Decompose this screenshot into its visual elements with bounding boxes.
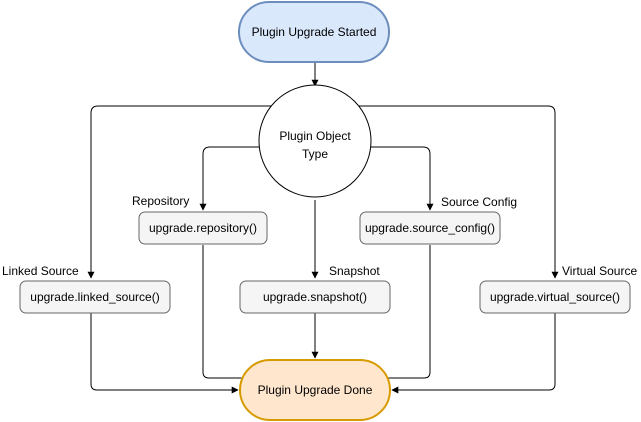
end-node-label: Plugin Upgrade Done <box>258 383 373 397</box>
process-node-source-config[interactable]: upgrade.source_config() <box>359 211 501 245</box>
edge-label-source-config: Source Config <box>441 195 517 209</box>
process-node-virtual-source[interactable]: upgrade.virtual_source() <box>479 280 631 314</box>
decision-node-shape <box>258 84 372 198</box>
start-node[interactable]: Plugin Upgrade Started <box>238 1 390 63</box>
edge-source-config-to-done <box>377 245 431 382</box>
process-node-snapshot-label: upgrade.snapshot() <box>263 290 367 304</box>
end-node-shape <box>239 359 391 421</box>
process-node-snapshot-shape <box>239 280 391 314</box>
edges <box>87 62 559 394</box>
process-node-virtual-source-shape <box>479 280 631 314</box>
edge-label-linked-source: Linked Source <box>2 264 79 278</box>
process-node-source-config-label: upgrade.source_config() <box>365 221 495 235</box>
process-node-linked-source-label: upgrade.linked_source() <box>30 290 159 304</box>
decision-node[interactable]: Plugin Object Type <box>258 84 372 198</box>
process-node-snapshot[interactable]: upgrade.snapshot() <box>239 280 391 314</box>
edge-decision-to-virtual-source <box>355 105 559 279</box>
end-node[interactable]: Plugin Upgrade Done <box>239 359 391 421</box>
edge-label-virtual-source: Virtual Source <box>562 264 637 278</box>
process-node-linked-source[interactable]: upgrade.linked_source() <box>19 280 171 314</box>
edge-linked-source-to-done <box>90 313 239 394</box>
start-node-label: Plugin Upgrade Started <box>252 25 377 39</box>
edge-repository-to-done <box>202 245 253 382</box>
decision-node-label-line1: Plugin Object <box>279 129 351 143</box>
process-node-virtual-source-label: upgrade.virtual_source() <box>490 290 620 304</box>
process-node-repository[interactable]: upgrade.repository() <box>138 211 268 245</box>
decision-node-label-line2: Type <box>302 147 328 161</box>
edge-decision-to-linked-source <box>87 105 276 279</box>
process-node-source-config-shape <box>359 211 501 245</box>
edge-labels: Repository Source Config Linked Source S… <box>2 194 637 278</box>
start-node-shape <box>238 1 390 63</box>
edge-virtual-source-to-done <box>391 313 556 394</box>
process-node-repository-label: upgrade.repository() <box>149 221 257 235</box>
edge-label-snapshot: Snapshot <box>329 264 380 278</box>
process-node-linked-source-shape <box>19 280 171 314</box>
edge-decision-to-repository <box>199 146 262 211</box>
edge-label-repository: Repository <box>132 194 189 208</box>
edge-decision-to-source-config <box>368 146 434 211</box>
process-node-repository-shape <box>138 211 268 245</box>
